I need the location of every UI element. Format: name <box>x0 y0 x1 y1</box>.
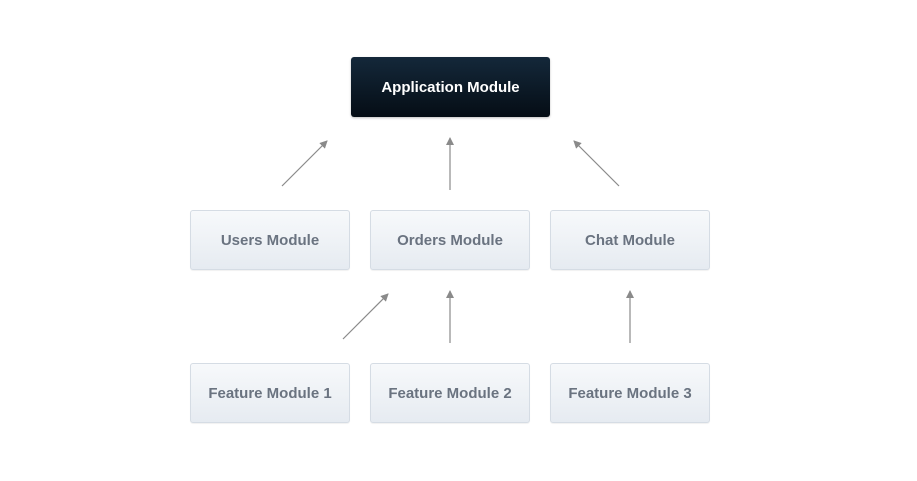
orders-module-node: Orders Module <box>370 210 530 270</box>
feature-module-2-node: Feature Module 2 <box>370 363 530 423</box>
arrow-users-to-application <box>281 140 328 187</box>
users-module-node: Users Module <box>190 210 350 270</box>
application-module-node: Application Module <box>351 57 550 117</box>
feature-module-1-node: Feature Module 1 <box>190 363 350 423</box>
chat-module-node: Chat Module <box>550 210 710 270</box>
arrow-feature1-to-orders <box>342 293 389 340</box>
arrow-chat-to-application <box>573 140 620 187</box>
feature-module-3-node: Feature Module 3 <box>550 363 710 423</box>
